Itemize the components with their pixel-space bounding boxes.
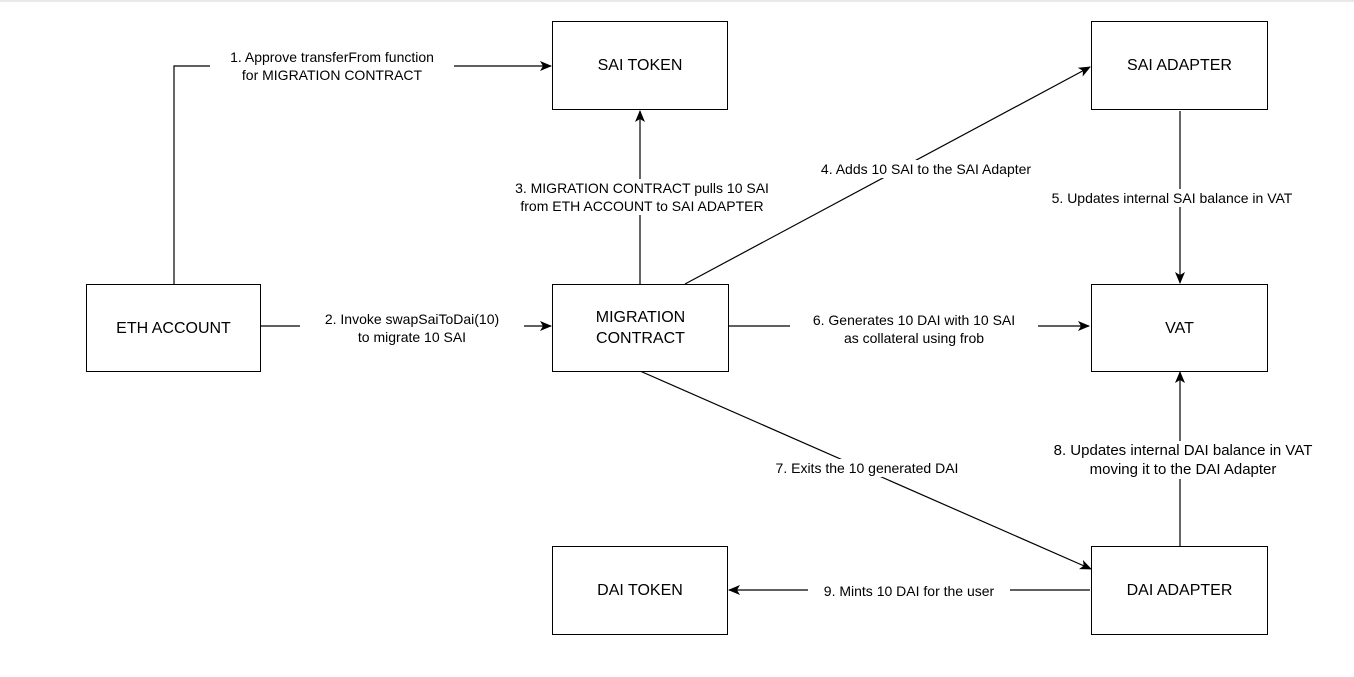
node-dai-adapter: DAI ADAPTER (1091, 546, 1268, 635)
edge-label-1: 1. Approve transferFrom function for MIG… (210, 48, 454, 84)
edge-label-4: 4. Adds 10 SAI to the SAI Adapter (806, 160, 1046, 178)
node-eth-account: ETH ACCOUNT (86, 284, 261, 372)
node-vat: VAT (1091, 284, 1268, 372)
edge-label-7: 7. Exits the 10 generated DAI (754, 459, 980, 477)
edge-label-9: 9. Mints 10 DAI for the user (808, 582, 1010, 600)
edge-label-2: 2. Invoke swapSaiToDai(10) to migrate 10… (300, 310, 524, 346)
node-sai-token: SAI TOKEN (552, 21, 728, 110)
edge-1-approve (173, 61, 552, 284)
edge-label-3: 3. MIGRATION CONTRACT pulls 10 SAI from … (489, 179, 795, 215)
edge-label-5: 5. Updates internal SAI balance in VAT (1040, 189, 1304, 207)
edge-label-6: 6. Generates 10 DAI with 10 SAI as colla… (790, 311, 1038, 347)
edge-label-8: 8. Updates internal DAI balance in VAT m… (1026, 441, 1340, 479)
node-sai-adapter: SAI ADAPTER (1091, 21, 1268, 110)
node-migration-contract: MIGRATION CONTRACT (552, 284, 729, 372)
top-border (0, 0, 1354, 2)
node-dai-token: DAI TOKEN (552, 546, 728, 635)
